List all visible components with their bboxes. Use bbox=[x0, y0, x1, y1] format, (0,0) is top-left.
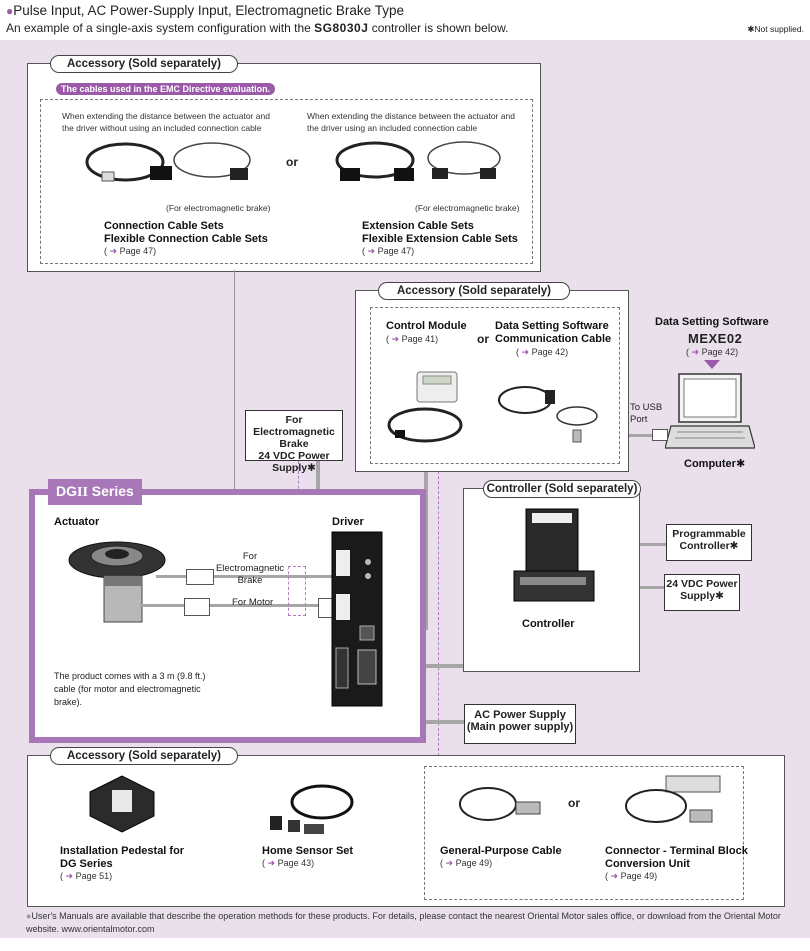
connection-cable-sets-name: Connection Cable Sets Flexible Connectio… bbox=[104, 220, 268, 245]
arrow-right-icon: ➜ bbox=[445, 858, 454, 868]
ac-dashed-line bbox=[438, 466, 439, 756]
arrow-right-icon: ➜ bbox=[65, 871, 74, 881]
home-sensor-name: Home Sensor Set bbox=[262, 845, 354, 857]
general-purpose-cable-image bbox=[459, 787, 541, 821]
or-top: or bbox=[286, 155, 298, 169]
arrow-right-icon: ➜ bbox=[521, 347, 530, 357]
driver-image bbox=[331, 531, 383, 707]
software-page-link[interactable]: ( ➜ Page 42) bbox=[686, 347, 739, 357]
terminal-block-name: Connector - Terminal Block Conversion Un… bbox=[605, 845, 748, 870]
usb-connector bbox=[652, 429, 668, 441]
home-sensor-page-link[interactable]: ( ➜ Page 43) bbox=[262, 858, 315, 868]
terminal-block-image bbox=[625, 775, 721, 823]
not-supplied-note: ✱Not supplied. bbox=[747, 24, 804, 34]
general-purpose-cable-page-link[interactable]: ( ➜ Page 49) bbox=[440, 858, 493, 868]
mid-accessory-tag: Accessory (Sold separately) bbox=[378, 282, 570, 300]
arrow-right-icon: ➜ bbox=[391, 334, 400, 344]
software-name: MEXE02 bbox=[688, 331, 743, 346]
computer-image bbox=[665, 373, 755, 449]
computer-label: Computer✱ bbox=[684, 458, 746, 470]
bullet-icon: ● bbox=[26, 911, 32, 921]
arrow-right-icon: ➜ bbox=[610, 871, 619, 881]
emc-note: The cables used in the EMC Directive eva… bbox=[56, 83, 276, 95]
right-cable-description: When extending the distance between the … bbox=[307, 111, 515, 133]
dc-power-supply-box: 24 VDC Power Supply✱ bbox=[664, 574, 740, 611]
general-purpose-cable-name: General-Purpose Cable bbox=[440, 845, 562, 857]
page-subtitle: An example of a single-axis system confi… bbox=[6, 21, 509, 35]
bullet-icon: ● bbox=[6, 4, 14, 18]
controller-image bbox=[513, 508, 595, 602]
plc-box: Programmable Controller✱ bbox=[666, 524, 752, 561]
emc-dashed-box bbox=[40, 99, 533, 264]
bottom-accessory-tag: Accessory (Sold separately) bbox=[50, 747, 238, 765]
brake-cable bbox=[156, 575, 338, 578]
left-brake-note: (For electromagnetic brake) bbox=[166, 203, 271, 213]
dashed-coupler bbox=[288, 566, 306, 616]
extension-cable-page-link[interactable]: ( ➜ Page 47) bbox=[362, 246, 415, 256]
pedestal-page-link[interactable]: ( ➜ Page 51) bbox=[60, 871, 113, 881]
extension-cable-image bbox=[335, 141, 501, 181]
controller-tag: Controller (Sold separately) bbox=[483, 480, 641, 498]
control-module-page-link[interactable]: ( ➜ Page 41) bbox=[386, 334, 439, 344]
actuator-image bbox=[68, 541, 166, 623]
arrow-right-icon: ➜ bbox=[267, 858, 276, 868]
ac-power-supply-box: AC Power Supply (Main power supply) bbox=[464, 704, 576, 744]
brake-power-supply-box: For Electromagnetic Brake 24 VDC Power S… bbox=[245, 410, 343, 474]
connection-cable-image bbox=[85, 142, 251, 182]
cable-connector bbox=[184, 598, 210, 616]
arrow-right-icon: ➜ bbox=[109, 246, 118, 256]
page-title: ●Pulse Input, AC Power-Supply Input, Ele… bbox=[6, 3, 404, 18]
motor-cable bbox=[140, 604, 338, 607]
top-accessory-tag: Accessory (Sold separately) bbox=[50, 55, 238, 73]
arrow-right-icon: ➜ bbox=[691, 347, 700, 357]
right-brake-note: (For electromagnetic brake) bbox=[415, 203, 520, 213]
control-module-name: Control Module bbox=[386, 320, 467, 332]
brake-cable-label: For Electromagnetic Brake bbox=[215, 551, 285, 586]
home-sensor-image bbox=[270, 784, 354, 834]
connection-cable-page-link[interactable]: ( ➜ Page 47) bbox=[104, 246, 157, 256]
software-title: Data Setting Software bbox=[655, 316, 769, 328]
footer-note: ●User's Manuals are available that descr… bbox=[26, 911, 781, 934]
dg-series-title: DGII Series bbox=[48, 479, 142, 505]
control-module-image bbox=[387, 371, 463, 443]
motor-cable-label: For Motor bbox=[232, 597, 274, 608]
cable-connector bbox=[186, 569, 214, 585]
controller-cable bbox=[392, 664, 484, 668]
pedestal-image bbox=[89, 775, 155, 833]
dg-note: The product comes with a 3 m (9.8 ft.) c… bbox=[54, 671, 206, 707]
actuator-label: Actuator bbox=[54, 516, 100, 528]
connector-line bbox=[234, 270, 235, 573]
or-mid: or bbox=[477, 332, 489, 346]
driver-label: Driver bbox=[332, 516, 364, 528]
pedestal-name: Installation Pedestal for DG Series bbox=[60, 845, 185, 870]
comm-cable-name: Data Setting Software Communication Cabl… bbox=[495, 320, 612, 345]
down-arrow-icon bbox=[704, 360, 720, 369]
control-module-cable bbox=[424, 464, 428, 630]
usb-port-label: To USB Port bbox=[630, 402, 663, 425]
left-cable-description: When extending the distance between the … bbox=[62, 111, 270, 133]
controller-name: Controller bbox=[522, 618, 575, 630]
comm-cable-page-link[interactable]: ( ➜ Page 42) bbox=[516, 347, 569, 357]
arrow-right-icon: ➜ bbox=[367, 246, 376, 256]
or-bottom: or bbox=[568, 796, 580, 810]
extension-cable-sets-name: Extension Cable Sets Flexible Extension … bbox=[362, 220, 518, 245]
comm-cable-image bbox=[498, 386, 598, 443]
terminal-block-page-link[interactable]: ( ➜ Page 49) bbox=[605, 871, 658, 881]
